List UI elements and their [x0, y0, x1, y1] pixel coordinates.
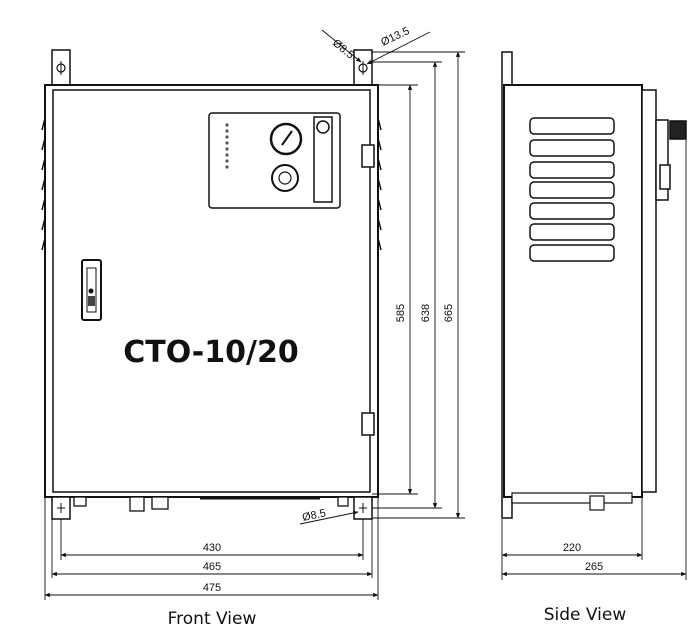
- dim-depth-outer: 265: [585, 561, 603, 573]
- door-edge: [641, 89, 657, 493]
- control-panel: [208, 112, 341, 209]
- left-louvers: [41, 117, 46, 251]
- front-view-caption: Front View: [168, 609, 257, 629]
- hinge-bottom: [361, 412, 375, 436]
- power-knob-icon: [271, 164, 299, 192]
- dim-width-mid: 465: [203, 561, 221, 573]
- dim-hole-top-small: Ø8.5: [330, 37, 356, 62]
- dim-height-outer: 665: [443, 304, 455, 322]
- dim-depth-inner: 220: [563, 542, 581, 554]
- side-bottom-fittings: [511, 492, 633, 504]
- side-dimension-lines: [501, 140, 687, 580]
- cabinet-door: [52, 89, 371, 493]
- flowmeter-icon: [313, 116, 333, 203]
- side-louvers: [529, 117, 615, 262]
- side-knob-icon: [655, 119, 687, 201]
- right-louvers: [377, 117, 382, 251]
- front-dimension-lines: [44, 29, 465, 600]
- pressure-gauge-icon: [269, 122, 303, 156]
- dim-width-outer: 475: [203, 582, 221, 594]
- dim-height-inner: 585: [395, 304, 407, 322]
- indicator-led-column: [225, 123, 229, 169]
- model-label: CTO-10/20: [123, 335, 298, 370]
- side-view-caption: Side View: [544, 605, 627, 625]
- front-view: [41, 49, 382, 520]
- dim-width-inner: 430: [203, 542, 221, 554]
- bottom-fittings: [73, 496, 349, 512]
- dim-hole-bottom: Ø8.5: [301, 507, 327, 524]
- dim-hole-top-large: Ø13.5: [379, 25, 411, 49]
- hinge-top: [361, 144, 375, 168]
- dim-height-mid: 638: [420, 304, 432, 322]
- side-view: [501, 51, 687, 519]
